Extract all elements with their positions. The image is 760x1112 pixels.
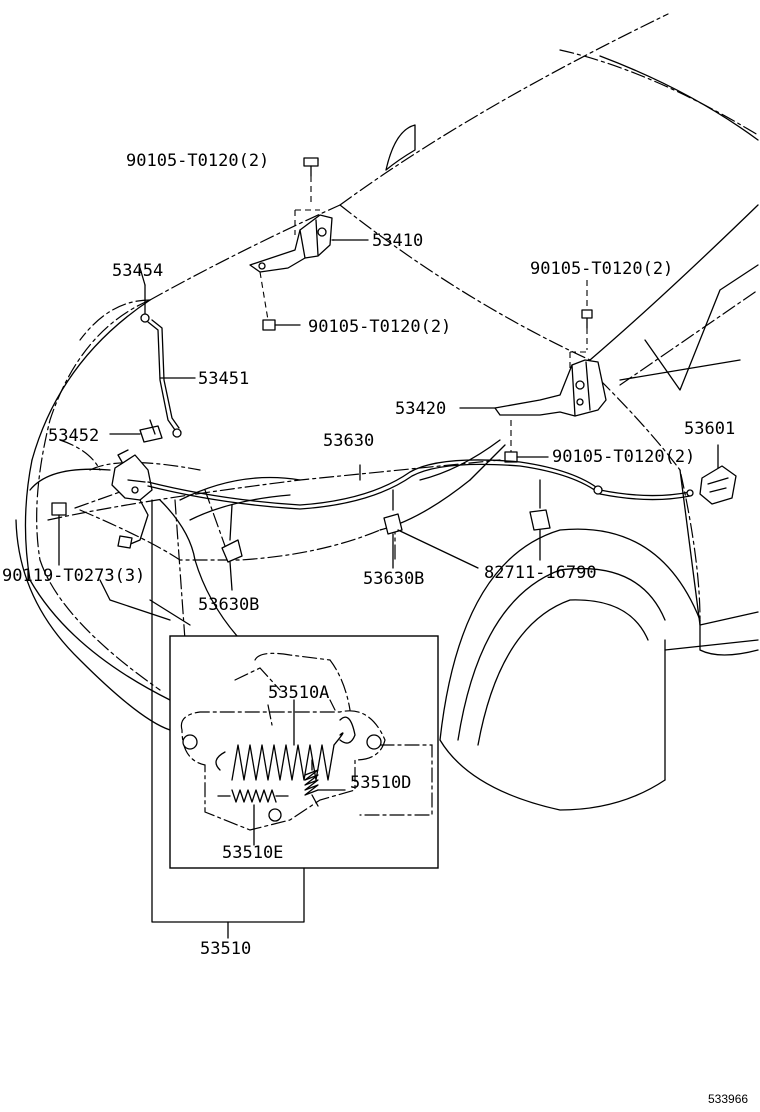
label-bolt-left-hinge: 90105-T0120(2) (308, 317, 451, 337)
cable-clamp-right (397, 479, 551, 569)
bolt-top (303, 157, 319, 205)
hood-release-lever (699, 444, 737, 505)
bolt-lock (51, 502, 67, 566)
label-lever: 53601 (684, 419, 735, 439)
label-bolt-lock: 90119-T0273(3) (2, 566, 145, 586)
label-holder: 53452 (48, 426, 99, 446)
label-clamp-left: 53630B (198, 595, 259, 615)
label-lock-assembly: 53510 (200, 939, 251, 959)
cable-clamp-left (221, 504, 243, 591)
label-bolt-right-hinge: 90105-T0120(2) (552, 447, 695, 467)
hood-lock (74, 449, 153, 549)
label-clamp-mid: 53630B (363, 569, 424, 589)
label-hinge-left: 53410 (372, 231, 423, 251)
bolt-right-hinge (504, 420, 549, 463)
label-cable: 53630 (323, 431, 374, 451)
label-spring-a: 53510A (268, 683, 329, 703)
cable-clamp-mid (383, 489, 403, 569)
label-support-rod: 53451 (198, 369, 249, 389)
hood-release-cable (147, 459, 694, 510)
hood-hinge-right (494, 351, 607, 417)
label-bolt-top: 90105-T0120(2) (126, 151, 269, 171)
label-clamp-right: 82711-16790 (484, 563, 597, 583)
hood-hinge-left (249, 209, 333, 321)
spring-main (215, 751, 226, 771)
label-spring-d: 53510D (350, 773, 411, 793)
label-bolt-right-top: 90105-T0120(2) (530, 259, 673, 279)
vehicle-outline (15, 13, 759, 811)
support-rod-holder (109, 419, 163, 443)
bolt-left-hinge (262, 319, 301, 331)
detail-inset (169, 635, 439, 869)
label-spring-e: 53510E (222, 843, 283, 863)
label-hinge-right: 53420 (395, 399, 446, 419)
diagram-id: 533966 (708, 1092, 748, 1106)
bolt-right-top (581, 280, 593, 350)
label-support-rod-clip: 53454 (112, 261, 163, 281)
leader-53454 (139, 267, 146, 286)
hood-support-rod (140, 284, 196, 438)
lock-assembly-bracket (151, 499, 305, 939)
